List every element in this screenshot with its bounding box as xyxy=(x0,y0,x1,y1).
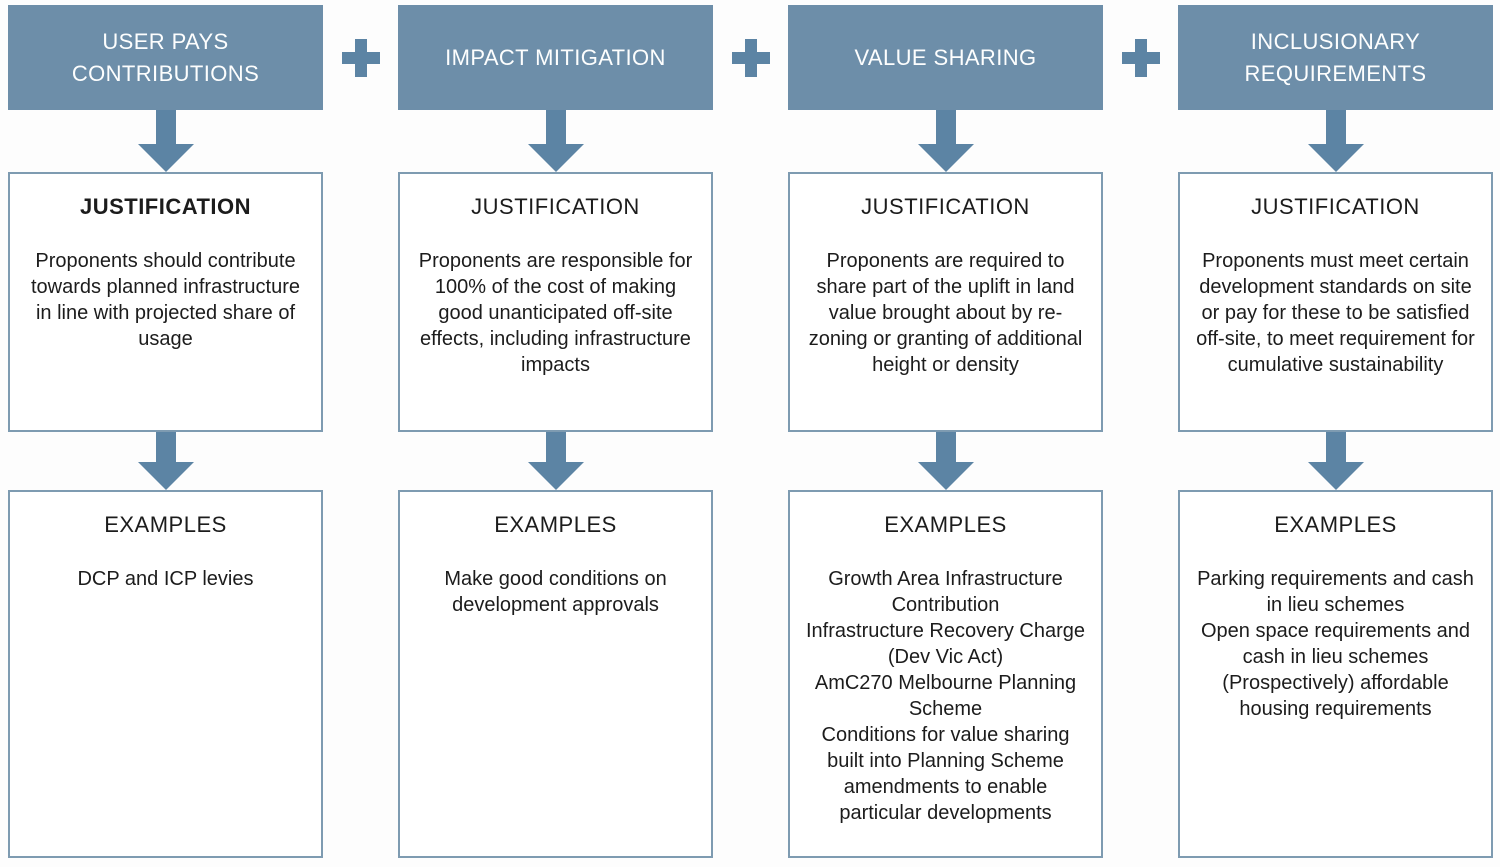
justification-text: Proponents are responsible for 100% of t… xyxy=(418,250,693,376)
justification-box-user-pays: JUSTIFICATION Proponents should contribu… xyxy=(8,172,323,432)
plus-separator xyxy=(323,5,398,110)
column-header-label: IMPACT MITIGATION xyxy=(445,44,666,70)
example-item: Open space requirements and cash in lieu… xyxy=(1200,620,1471,668)
examples-title: EXAMPLES xyxy=(494,512,617,537)
example-item: Parking requirements and cash in lieu sc… xyxy=(1197,568,1474,616)
justification-title: JUSTIFICATION xyxy=(861,194,1030,219)
column-header-inclusionary-requirements: INCLUSIONARY REQUIREMENTS xyxy=(1178,5,1493,110)
examples-box-user-pays: EXAMPLES DCP and ICP levies xyxy=(8,490,323,858)
plus-icon xyxy=(731,38,770,77)
column-header-value-sharing: VALUE SHARING xyxy=(788,5,1103,110)
examples-title: EXAMPLES xyxy=(884,512,1007,537)
column-header-impact-mitigation: IMPACT MITIGATION xyxy=(398,5,713,110)
examples-title: EXAMPLES xyxy=(104,512,227,537)
justification-title: JUSTIFICATION xyxy=(1251,194,1420,219)
example-item: Infrastructure Recovery Charge (Dev Vic … xyxy=(806,620,1086,668)
justification-box-inclusionary: JUSTIFICATION Proponents must meet certa… xyxy=(1178,172,1493,432)
arrow-down-icon xyxy=(8,110,323,172)
example-item: (Prospectively) affordable housing requi… xyxy=(1222,672,1449,720)
column-header-user-pays-contributions: USER PAYS CONTRIBUTIONS xyxy=(8,5,323,110)
arrow-down-icon xyxy=(398,432,713,490)
plus-icon xyxy=(341,38,380,77)
justification-text: Proponents should contribute towards pla… xyxy=(30,250,301,350)
examples-box-value-sharing: EXAMPLES Growth Area Infrastructure Cont… xyxy=(788,490,1103,858)
examples-list: Parking requirements and cash in lieu sc… xyxy=(1196,566,1475,722)
arrow-down-icon xyxy=(398,110,713,172)
column-header-label: INCLUSIONARY REQUIREMENTS xyxy=(1244,28,1427,86)
example-item: AmC270 Melbourne Planning Scheme xyxy=(814,672,1077,720)
plus-separator xyxy=(713,5,788,110)
column-header-label: USER PAYS CONTRIBUTIONS xyxy=(71,28,260,86)
arrow-down-icon xyxy=(8,432,323,490)
arrow-down-icon xyxy=(788,432,1103,490)
justification-box-value-sharing: JUSTIFICATION Proponents are required to… xyxy=(788,172,1103,432)
examples-box-inclusionary: EXAMPLES Parking requirements and cash i… xyxy=(1178,490,1493,858)
example-item: Make good conditions on development appr… xyxy=(444,568,667,616)
justification-text: Proponents must meet certain development… xyxy=(1196,250,1475,376)
plus-icon xyxy=(1121,38,1160,77)
arrow-down-icon xyxy=(788,110,1103,172)
justification-title: JUSTIFICATION xyxy=(471,194,640,219)
justification-box-impact-mitigation: JUSTIFICATION Proponents are responsible… xyxy=(398,172,713,432)
justification-text: Proponents are required to share part of… xyxy=(808,250,1083,376)
justification-title: JUSTIFICATION xyxy=(79,194,252,219)
example-item: Conditions for value sharing built into … xyxy=(821,724,1070,824)
example-item: Growth Area Infrastructure Contribution xyxy=(828,568,1063,616)
example-item: DCP and ICP levies xyxy=(77,568,254,590)
examples-list: Make good conditions on development appr… xyxy=(416,566,695,618)
examples-list: DCP and ICP levies xyxy=(26,566,305,592)
column-header-label: VALUE SHARING xyxy=(854,44,1037,70)
arrow-down-icon xyxy=(1178,110,1493,172)
examples-title: EXAMPLES xyxy=(1274,512,1397,537)
examples-box-impact-mitigation: EXAMPLES Make good conditions on develop… xyxy=(398,490,713,858)
arrow-down-icon xyxy=(1178,432,1493,490)
plus-separator xyxy=(1103,5,1178,110)
examples-list: Growth Area Infrastructure Contribution … xyxy=(806,566,1085,826)
